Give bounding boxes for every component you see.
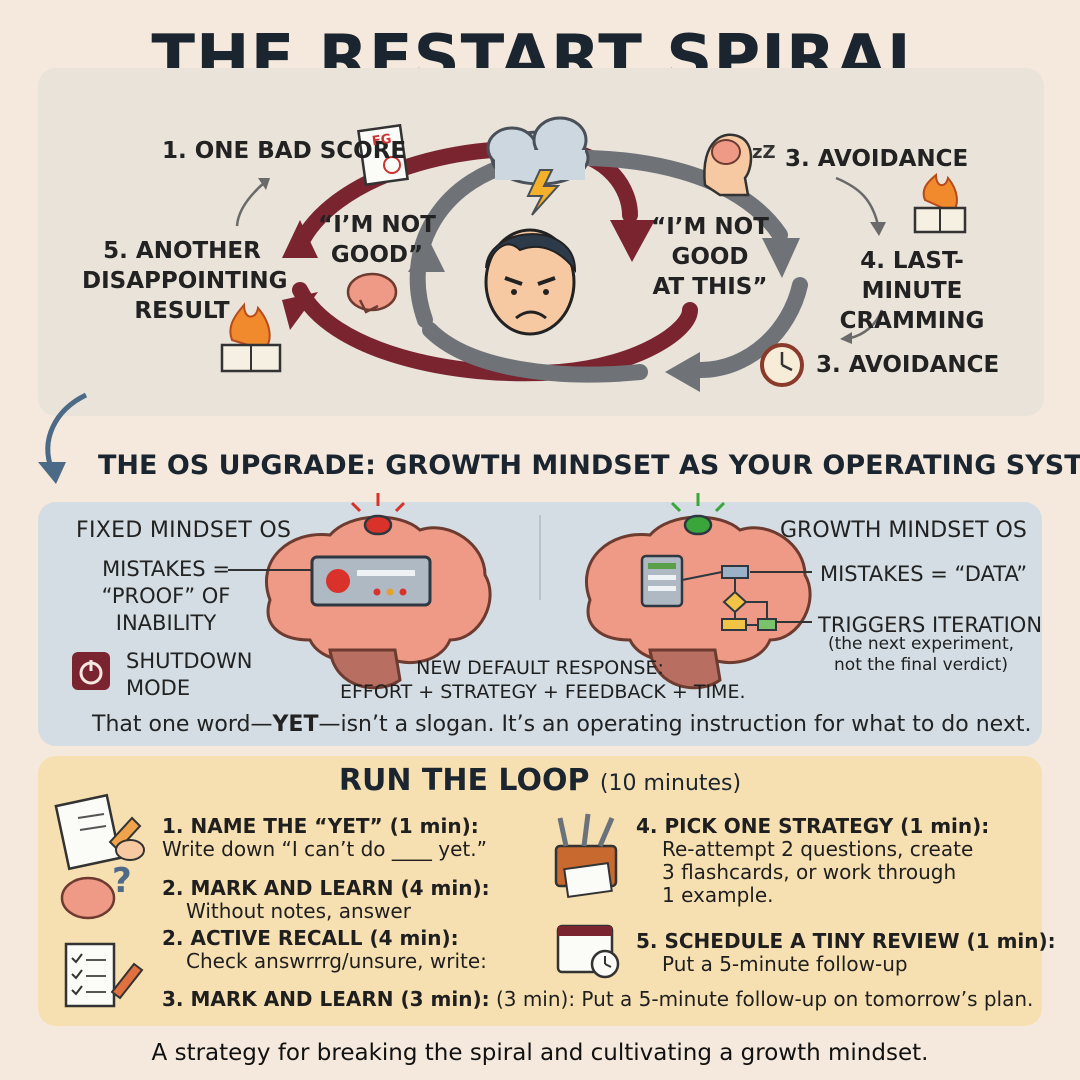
burning-book-icon-left (220, 302, 282, 373)
growth-mindset-brain-icon (584, 514, 812, 690)
quote-right-line-1: “I’M NOT (651, 214, 769, 240)
loop-step-3-body: (3 min): Put a 5-minute follow-up on tom… (495, 987, 1034, 1011)
gray-arrowhead-left (408, 238, 445, 272)
cramming-line-2: CRAMMING (839, 308, 985, 334)
quote-im-not-good-at-this: “I’M NOT GOOD AT THIS” (640, 212, 780, 302)
burning-book-icon (913, 172, 967, 234)
yet-before: That one word— (92, 712, 273, 737)
gray-arrowhead-bottom (665, 352, 700, 392)
loop-step-1: 1. NAME THE “YET” (1 min): Write down “I… (162, 815, 487, 861)
brain-icon (346, 272, 398, 314)
storm-cloud-icon (486, 116, 590, 216)
result-line-1: 5. ANOTHER (103, 238, 261, 264)
loop-step-4: 4. PICK ONE STRATEGY (1 min): Re-attempt… (636, 815, 989, 907)
fixed-mistakes-line-1: MISTAKES = (102, 557, 230, 581)
loop-step-2-head: 2. MARK AND LEARN (4 min): (162, 876, 490, 900)
loop-step-4-head: 4. PICK ONE STRATEGY (1 min): (636, 814, 990, 838)
shutdown-line-1: SHUTDOWN (126, 649, 253, 673)
triggers-note: (the next experiment, not the final verd… (812, 634, 1030, 676)
grade-label: FG (371, 131, 393, 150)
default-response-title: NEW DEFAULT RESPONSE: (416, 657, 664, 679)
triggers-note-line-1: (the next experiment, (827, 634, 1015, 654)
growth-mindset-title: GROWTH MINDSET OS (780, 518, 1027, 543)
loop-step-2b: 2. ACTIVE RECALL (4 min): Check answrrrg… (162, 927, 487, 973)
quote-left-line-1: “I’M NOT (318, 212, 436, 238)
frustrated-student-face-icon (484, 228, 577, 336)
fixed-mindset-brain-icon (264, 514, 492, 690)
spiral-step-avoidance: 3. AVOIDANCE (785, 146, 969, 172)
loop-step-2b-body: Check answrrrg/unsure, write: (186, 949, 487, 973)
transition-arrow-icon (38, 392, 88, 484)
alarm-rays-red (350, 493, 406, 513)
result-line-3: RESULT (134, 298, 230, 324)
shutdown-line-2: MODE (126, 676, 191, 700)
red-arrowhead-bottom (282, 292, 318, 330)
cramming-line-1: 4. LAST-MINUTE (860, 248, 964, 304)
loop-step-5: 5. SCHEDULE A TINY REVIEW (1 min): Put a… (636, 930, 1056, 976)
sleep-zz-label: zZ (752, 142, 776, 163)
growth-mistakes-label: MISTAKES = “DATA” (820, 562, 1028, 586)
loop-step-2: 2. MARK AND LEARN (4 min): Without notes… (162, 877, 490, 923)
loop-step-4-body-2: 3 flashcards, or work through (662, 860, 957, 884)
toolbox-icon (554, 813, 618, 899)
svg-text:?: ? (112, 861, 132, 901)
gray-arrowhead-right (762, 238, 800, 278)
loop-step-5-body: Put a 5-minute follow-up (662, 952, 908, 976)
quote-right-line-3: AT THIS” (652, 274, 768, 300)
fixed-mistakes-line-3: INABILITY (115, 611, 217, 635)
loop-step-5-head: 5. SCHEDULE A TINY REVIEW (1 min): (636, 929, 1056, 953)
new-default-response: NEW DEFAULT RESPONSE: EFFORT + STRATEGY … (340, 656, 746, 704)
spiral-step-avoidance-2: 3. AVOIDANCE (816, 352, 1000, 378)
yet-after: —isn’t a slogan. It’s an operating instr… (318, 712, 1032, 737)
loop-duration: (10 minutes) (599, 771, 742, 796)
calendar-clock-icon (556, 924, 620, 979)
quote-left-line-2: GOOD” (330, 242, 424, 268)
fixed-mistakes-label: MISTAKES = “PROOF” OF INABILITY (86, 556, 246, 637)
os-heading: THE OS UPGRADE: GROWTH MINDSET AS YOUR O… (98, 450, 1080, 481)
loop-step-3: 3. MARK AND LEARN (3 min): (3 min): Put … (162, 988, 1033, 1011)
triggers-iteration-label: TRIGGERS ITERATION (818, 613, 1043, 637)
result-line-2: DISAPPOINTING (82, 268, 288, 294)
loop-step-4-body-1: Re-attempt 2 questions, create (662, 837, 974, 861)
loop-step-1-body: Write down “I can’t do ____ yet.” (162, 837, 487, 861)
red-arrowhead-left (282, 220, 318, 258)
red-arrowhead-right (610, 220, 655, 262)
fixed-mindset-title: FIXED MINDSET OS (76, 518, 292, 543)
clock-icon (760, 343, 804, 387)
run-the-loop-title: RUN THE LOOP (10 minutes) (0, 763, 1080, 798)
spiral-step-last-minute-cramming: 4. LAST-MINUTE CRAMMING (812, 246, 1012, 336)
loop-step-2-body: Without notes, answer (186, 899, 411, 923)
spiral-step-one-bad-score: 1. ONE BAD SCORE (162, 138, 407, 164)
connector-arrows (235, 176, 884, 340)
writing-hand-icon (54, 793, 145, 871)
loop-step-3-head: 3. MARK AND LEARN (3 min): (162, 987, 490, 1011)
question-brain-icon: ? (60, 861, 132, 920)
power-button-icon (72, 652, 110, 690)
default-response-body: EFFORT + STRATEGY + FEEDBACK + TIME. (340, 681, 746, 703)
loop-step-2b-head: 2. ACTIVE RECALL (4 min): (162, 926, 459, 950)
tired-head-icon (703, 133, 753, 197)
fixed-mistakes-line-2: “PROOF” OF (101, 584, 231, 608)
quote-im-not-good: “I’M NOT GOOD” (312, 210, 442, 270)
alarm-rays-green (670, 493, 726, 513)
checklist-icon (64, 942, 144, 1008)
yet-statement: That one word—YET—isn’t a slogan. It’s a… (92, 712, 1031, 737)
loop-panel (38, 756, 1042, 1026)
triggers-note-line-2: not the final verdict) (834, 655, 1008, 675)
loop-title-text: RUN THE LOOP (338, 763, 590, 798)
yet-word: YET (272, 712, 319, 737)
loop-step-1-head: 1. NAME THE “YET” (1 min): (162, 814, 479, 838)
loop-step-4-body-3: 1 example. (662, 883, 774, 907)
footer-caption: A strategy for breaking the spiral and c… (151, 1040, 929, 1066)
graded-paper-icon (357, 123, 409, 187)
spiral-step-another-result: 5. ANOTHER DISAPPOINTING RESULT (82, 236, 288, 326)
quote-right-line-2: GOOD (671, 244, 749, 270)
shutdown-mode-label: SHUTDOWN MODE (126, 648, 253, 702)
